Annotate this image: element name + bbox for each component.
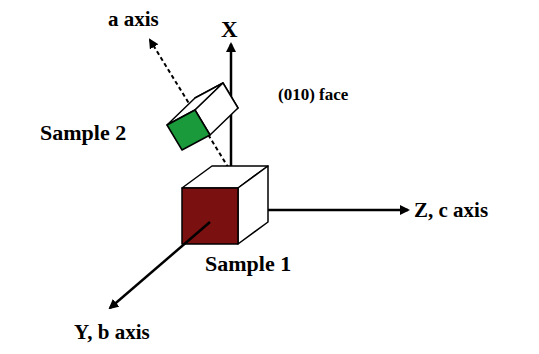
axis-label: Z, c axis bbox=[414, 200, 488, 221]
axis-label: Y, b axis bbox=[74, 322, 150, 343]
axis-label: a axis bbox=[108, 9, 159, 30]
sample-2-cube bbox=[167, 83, 238, 150]
sample-1-cube bbox=[182, 166, 268, 244]
sample-label: Sample 2 bbox=[40, 122, 126, 144]
z-axis-line bbox=[268, 209, 408, 212]
face-label: (010) face bbox=[278, 86, 348, 103]
y-axis-line bbox=[110, 222, 210, 308]
axis-label: X bbox=[221, 18, 238, 41]
sample-label: Sample 1 bbox=[205, 253, 291, 275]
